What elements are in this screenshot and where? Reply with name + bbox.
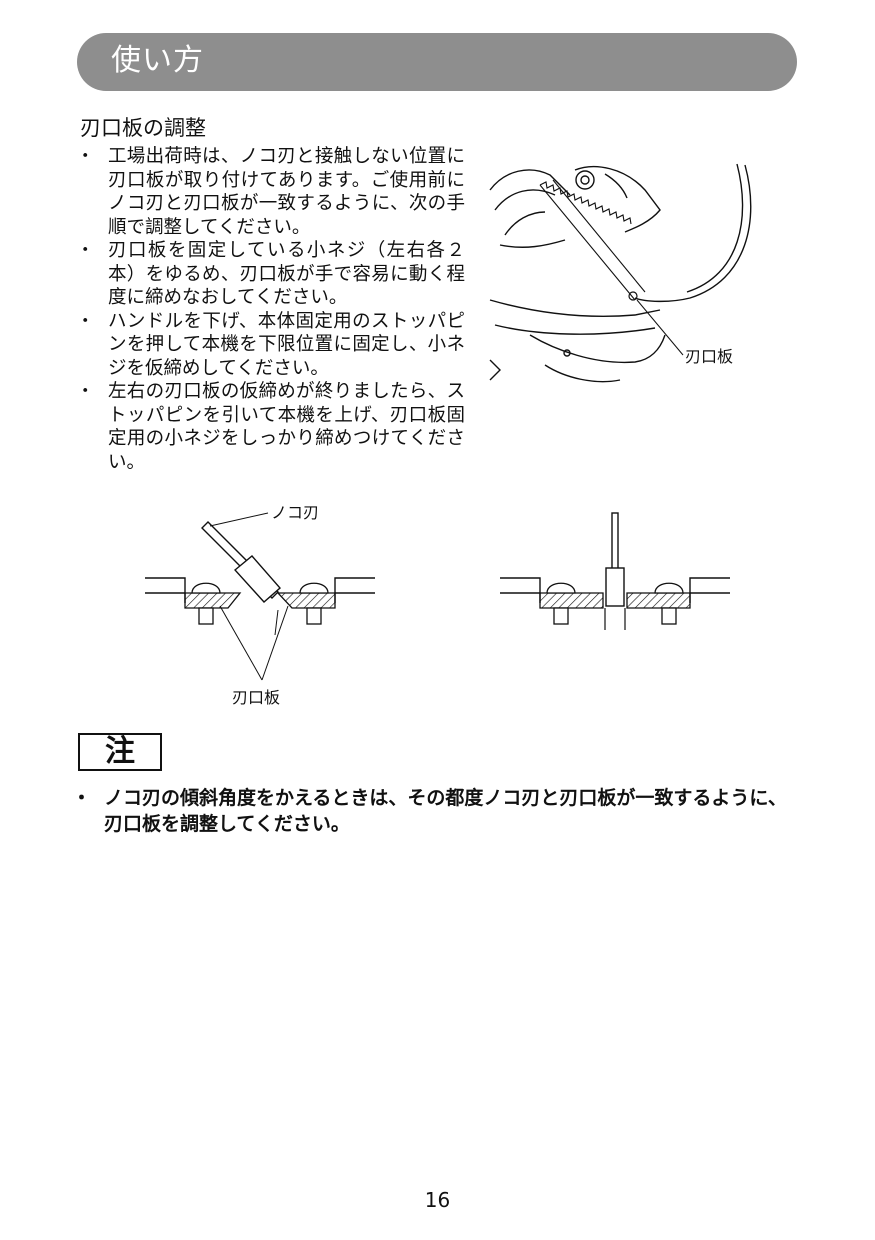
page-number: 16 (424, 1188, 451, 1212)
note-text: ノコ刃の傾斜角度をかえるときは、その都度ノコ刃と刃口板が一致するように、刃口板を… (72, 785, 793, 837)
instruction-step: 工場出荷時は、ノコ刃と接触しない位置に刃口板が取り付けてあります。ご使用前にノコ… (76, 145, 465, 239)
page-title: 使い方 (111, 43, 204, 78)
tilted-blade-cross-section: ノコ刃 刃口板 (145, 503, 375, 707)
throat-plate-label: 刃口板 (685, 347, 733, 366)
vertical-blade-cross-section (500, 512, 730, 630)
throat-plate-caption: 刃口板 (232, 688, 280, 707)
section-header-banner: 使い方 (77, 33, 797, 91)
saw-blade-label: ノコ刃 (271, 503, 319, 522)
instruction-list: 工場出荷時は、ノコ刃と接触しない位置に刃口板が取り付けてあります。ご使用前にノコ… (76, 145, 465, 474)
note-heading-box: 注 (78, 733, 162, 771)
instruction-step: ハンドルを下げ、本体固定用のストッパピンを押して本機を下限位置に固定し、小ネジを… (76, 310, 465, 381)
instruction-step: 左右の刃口板の仮締めが終りましたら、ストッパピンを引いて本機を上げ、刃口板固定用… (76, 380, 465, 474)
section-title: 刃口板の調整 (80, 116, 206, 140)
miter-saw-illustration: 刃口板 (489, 163, 752, 383)
instruction-step: 刃口板を固定している小ネジ（左右各２本）をゆるめ、刃口板が手で容易に動く程度に締… (76, 239, 465, 310)
